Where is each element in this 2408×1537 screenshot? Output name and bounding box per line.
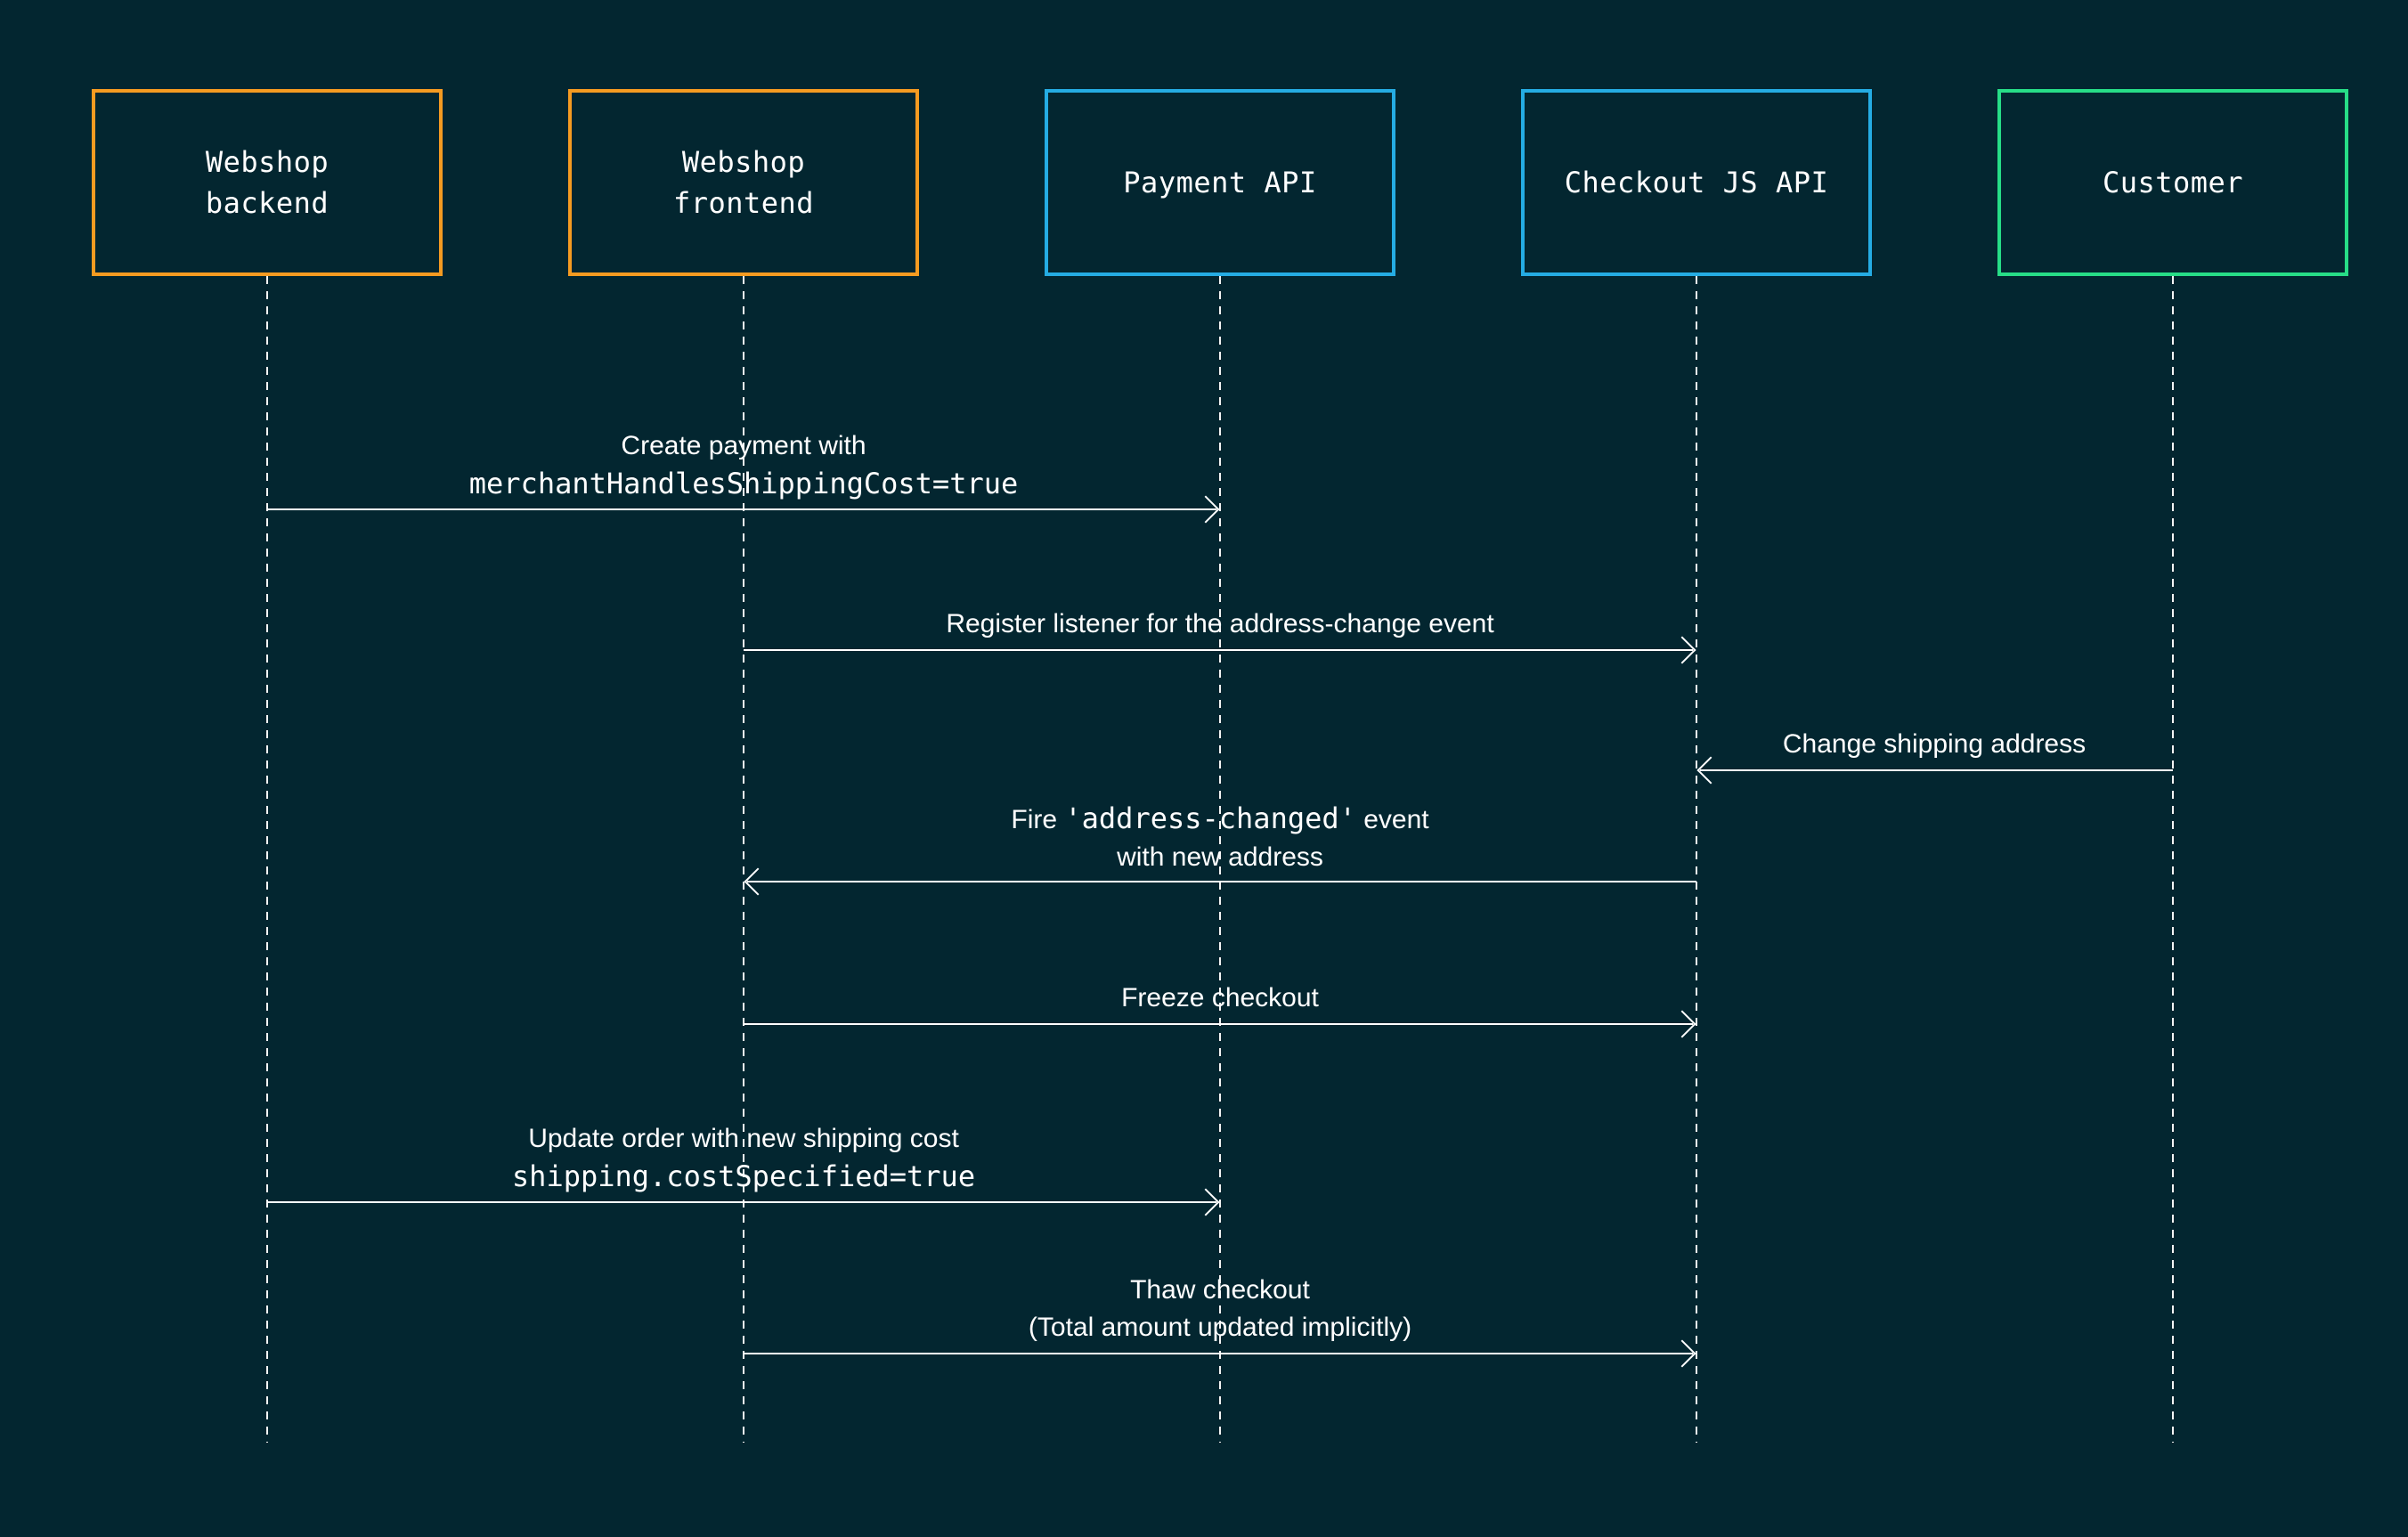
message-label: Register listener for the address-change… [946,606,1493,643]
lifeline-webshop-frontend [743,276,744,1443]
message-label: Change shipping address [1783,726,2086,763]
actor-label-line: Payment API [1123,166,1317,199]
message-code: merchantHandlesShippingCost=true [468,467,1019,500]
actor-label-line: backend [205,186,329,220]
message-text: Register listener for the address-change… [946,609,1494,638]
message-label: Thaw checkout (Total amount updated impl… [1029,1272,1411,1346]
arrow-left-icon [1696,756,1725,785]
arrow-right-icon [1192,495,1220,524]
message-text: Update order with new shipping cost [528,1124,959,1153]
actor-label-line: frontend [672,186,815,220]
message-label: Update order with new shipping cost ship… [512,1120,975,1195]
actor-customer: Customer [1997,89,2348,276]
message-label: Create payment with merchantHandlesShipp… [469,427,1019,502]
arrow-left-icon [744,867,772,896]
arrow-right-icon [1668,1339,1696,1368]
lifeline-payment-api [1219,276,1221,1443]
message-text: Fire 'address-changed' event [1011,801,1429,835]
message-arrow [744,649,1693,651]
actor-label-line: Webshop [681,145,806,179]
arrow-right-icon [1668,636,1696,664]
actor-webshop-frontend: Webshop frontend [568,89,919,276]
message-arrow [267,1201,1216,1203]
actor-label-line: Checkout JS API [1564,166,1829,199]
message-label: Fire 'address-changed' event with new ad… [1011,800,1428,876]
message-arrow [747,881,1696,882]
message-code: 'address-changed' [1064,801,1356,835]
actor-label-line: Customer [2102,166,2244,199]
message-text: Thaw checkout [1130,1275,1310,1305]
message-text: (Total amount updated implicitly) [1028,1313,1412,1342]
message-text: Freeze checkout [1121,983,1319,1012]
message-arrow [1700,769,2173,771]
actor-webshop-backend: Webshop backend [92,89,443,276]
message-arrow [267,508,1216,510]
lifeline-checkout-js-api [1696,276,1697,1443]
message-arrow [744,1353,1693,1354]
message-code: shipping.costSpecified=true [511,1159,976,1193]
actor-payment-api: Payment API [1045,89,1395,276]
actor-label-line: Webshop [205,145,329,179]
lifeline-webshop-backend [266,276,268,1443]
message-text: Create payment with [621,431,866,460]
arrow-right-icon [1668,1010,1696,1038]
message-arrow [744,1023,1693,1025]
message-text: Change shipping address [1782,729,2087,759]
message-text: with new address [1117,842,1323,872]
lifeline-customer [2172,276,2174,1443]
actor-checkout-js-api: Checkout JS API [1521,89,1872,276]
arrow-right-icon [1192,1188,1220,1216]
message-label: Freeze checkout [1121,980,1319,1017]
